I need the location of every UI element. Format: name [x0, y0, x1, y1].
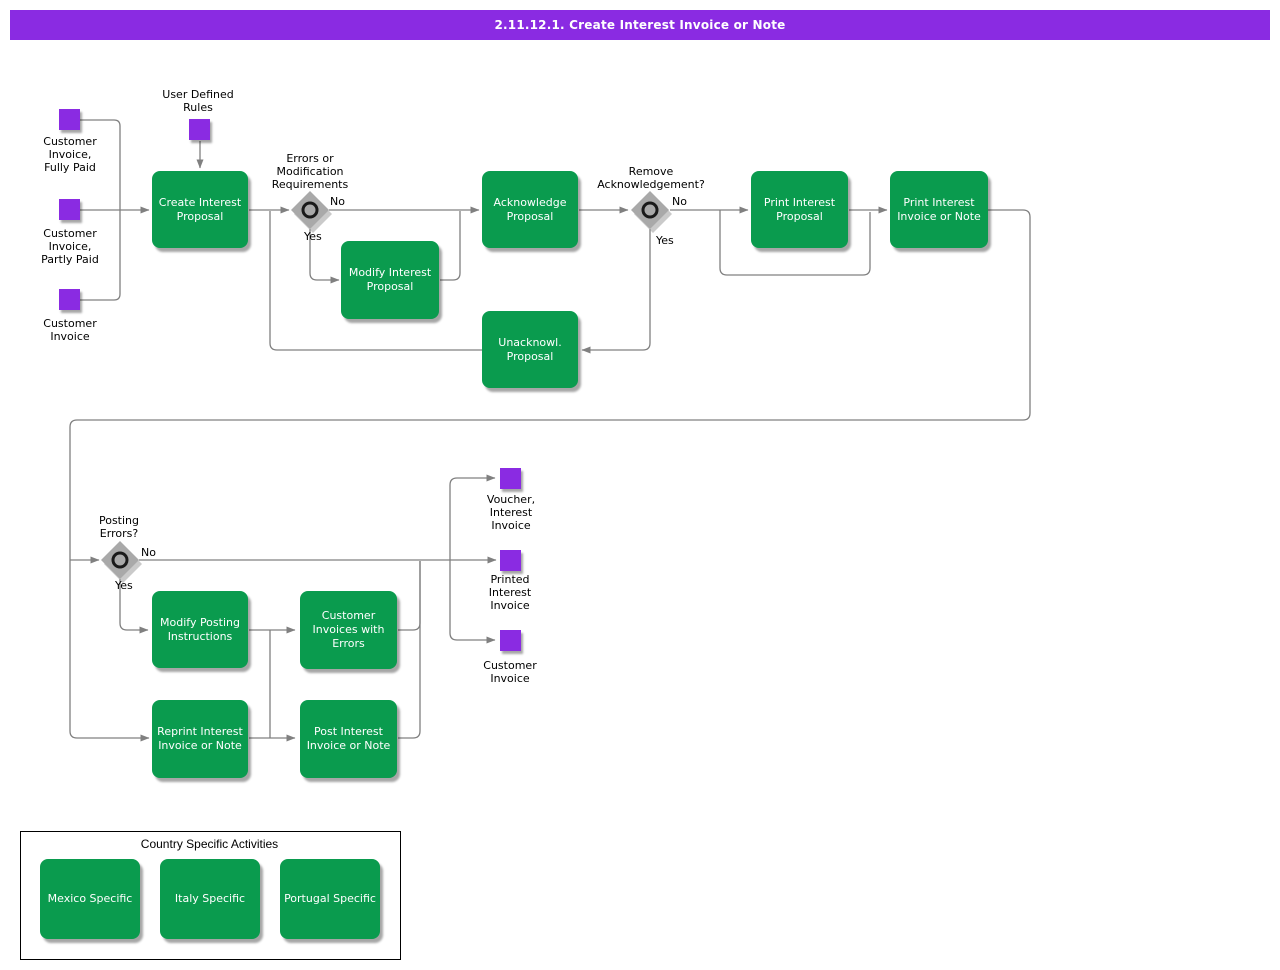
- branch-label-no-errors: No: [330, 195, 345, 208]
- decision-remove-acknowledgement: [631, 191, 672, 233]
- activity-create-interest-proposal[interactable]: Create Interest Proposal: [152, 171, 248, 248]
- event-label-voucher-interest-invoice: Voucher, Interest Invoice: [486, 493, 536, 532]
- activity-print-interest-invoice-or-note[interactable]: Print Interest Invoice or Note: [890, 171, 988, 248]
- event-label-customer-invoice-partly-paid: Customer Invoice, Partly Paid: [41, 227, 99, 266]
- event-square-customer-invoice: [59, 289, 80, 310]
- branch-label-no-remove: No: [672, 195, 687, 208]
- decision-errors-or-modification: [291, 191, 332, 233]
- event-label-customer-invoice: Customer Invoice: [43, 317, 97, 343]
- activity-unacknowl-proposal[interactable]: Unacknowl. Proposal: [482, 311, 578, 388]
- activity-mexico-specific[interactable]: Mexico Specific: [40, 859, 140, 939]
- event-square-customer-invoice-output: [500, 630, 521, 651]
- activity-customer-invoices-with-errors[interactable]: Customer Invoices with Errors: [300, 591, 397, 669]
- decision-label-posting-errors: Posting Errors?: [98, 514, 140, 540]
- event-square-user-defined-rules: [189, 119, 210, 140]
- page-title: 2.11.12.1. Create Interest Invoice or No…: [494, 18, 786, 32]
- header-bar: 2.11.12.1. Create Interest Invoice or No…: [10, 10, 1270, 40]
- event-square-printed-interest-invoice: [500, 550, 521, 571]
- activity-print-interest-proposal[interactable]: Print Interest Proposal: [751, 171, 848, 248]
- event-label-customer-invoice-fully-paid: Customer Invoice, Fully Paid: [43, 135, 97, 174]
- activity-italy-specific[interactable]: Italy Specific: [160, 859, 260, 939]
- activity-acknowledge-proposal[interactable]: Acknowledge Proposal: [482, 171, 578, 248]
- activity-reprint-interest-invoice-or-note[interactable]: Reprint Interest Invoice or Note: [152, 700, 248, 778]
- event-label-user-defined-rules: User Defined Rules: [162, 88, 234, 114]
- branch-label-yes-errors: Yes: [304, 230, 322, 243]
- connector-line: [440, 211, 461, 281]
- country-box-title: Country Specific Activities: [140, 837, 279, 851]
- decision-posting-errors: [101, 541, 142, 583]
- connector-line: [398, 561, 421, 631]
- decision-label-remove-acknowledgement: Remove Acknowledgement?: [597, 165, 705, 191]
- event-label-customer-invoice-output: Customer Invoice: [483, 659, 537, 685]
- activity-modify-interest-proposal[interactable]: Modify Interest Proposal: [341, 241, 439, 319]
- event-label-printed-interest-invoice: Printed Interest Invoice: [488, 573, 532, 612]
- activity-modify-posting-instructions[interactable]: Modify Posting Instructions: [152, 591, 248, 668]
- branch-label-yes-remove: Yes: [656, 234, 674, 247]
- activity-post-interest-invoice-or-note[interactable]: Post Interest Invoice or Note: [300, 700, 397, 778]
- branch-label-no-posting: No: [141, 546, 156, 559]
- activity-portugal-specific[interactable]: Portugal Specific: [280, 859, 380, 939]
- event-square-customer-invoice-fully-paid: [59, 109, 80, 130]
- connector-line: [398, 561, 421, 739]
- branch-label-yes-posting: Yes: [115, 579, 133, 592]
- decision-label-errors-or-modification: Errors or Modification Requirements: [271, 152, 349, 191]
- event-square-voucher-interest-invoice: [500, 468, 521, 489]
- event-square-customer-invoice-partly-paid: [59, 199, 80, 220]
- connector-line: [581, 229, 651, 354]
